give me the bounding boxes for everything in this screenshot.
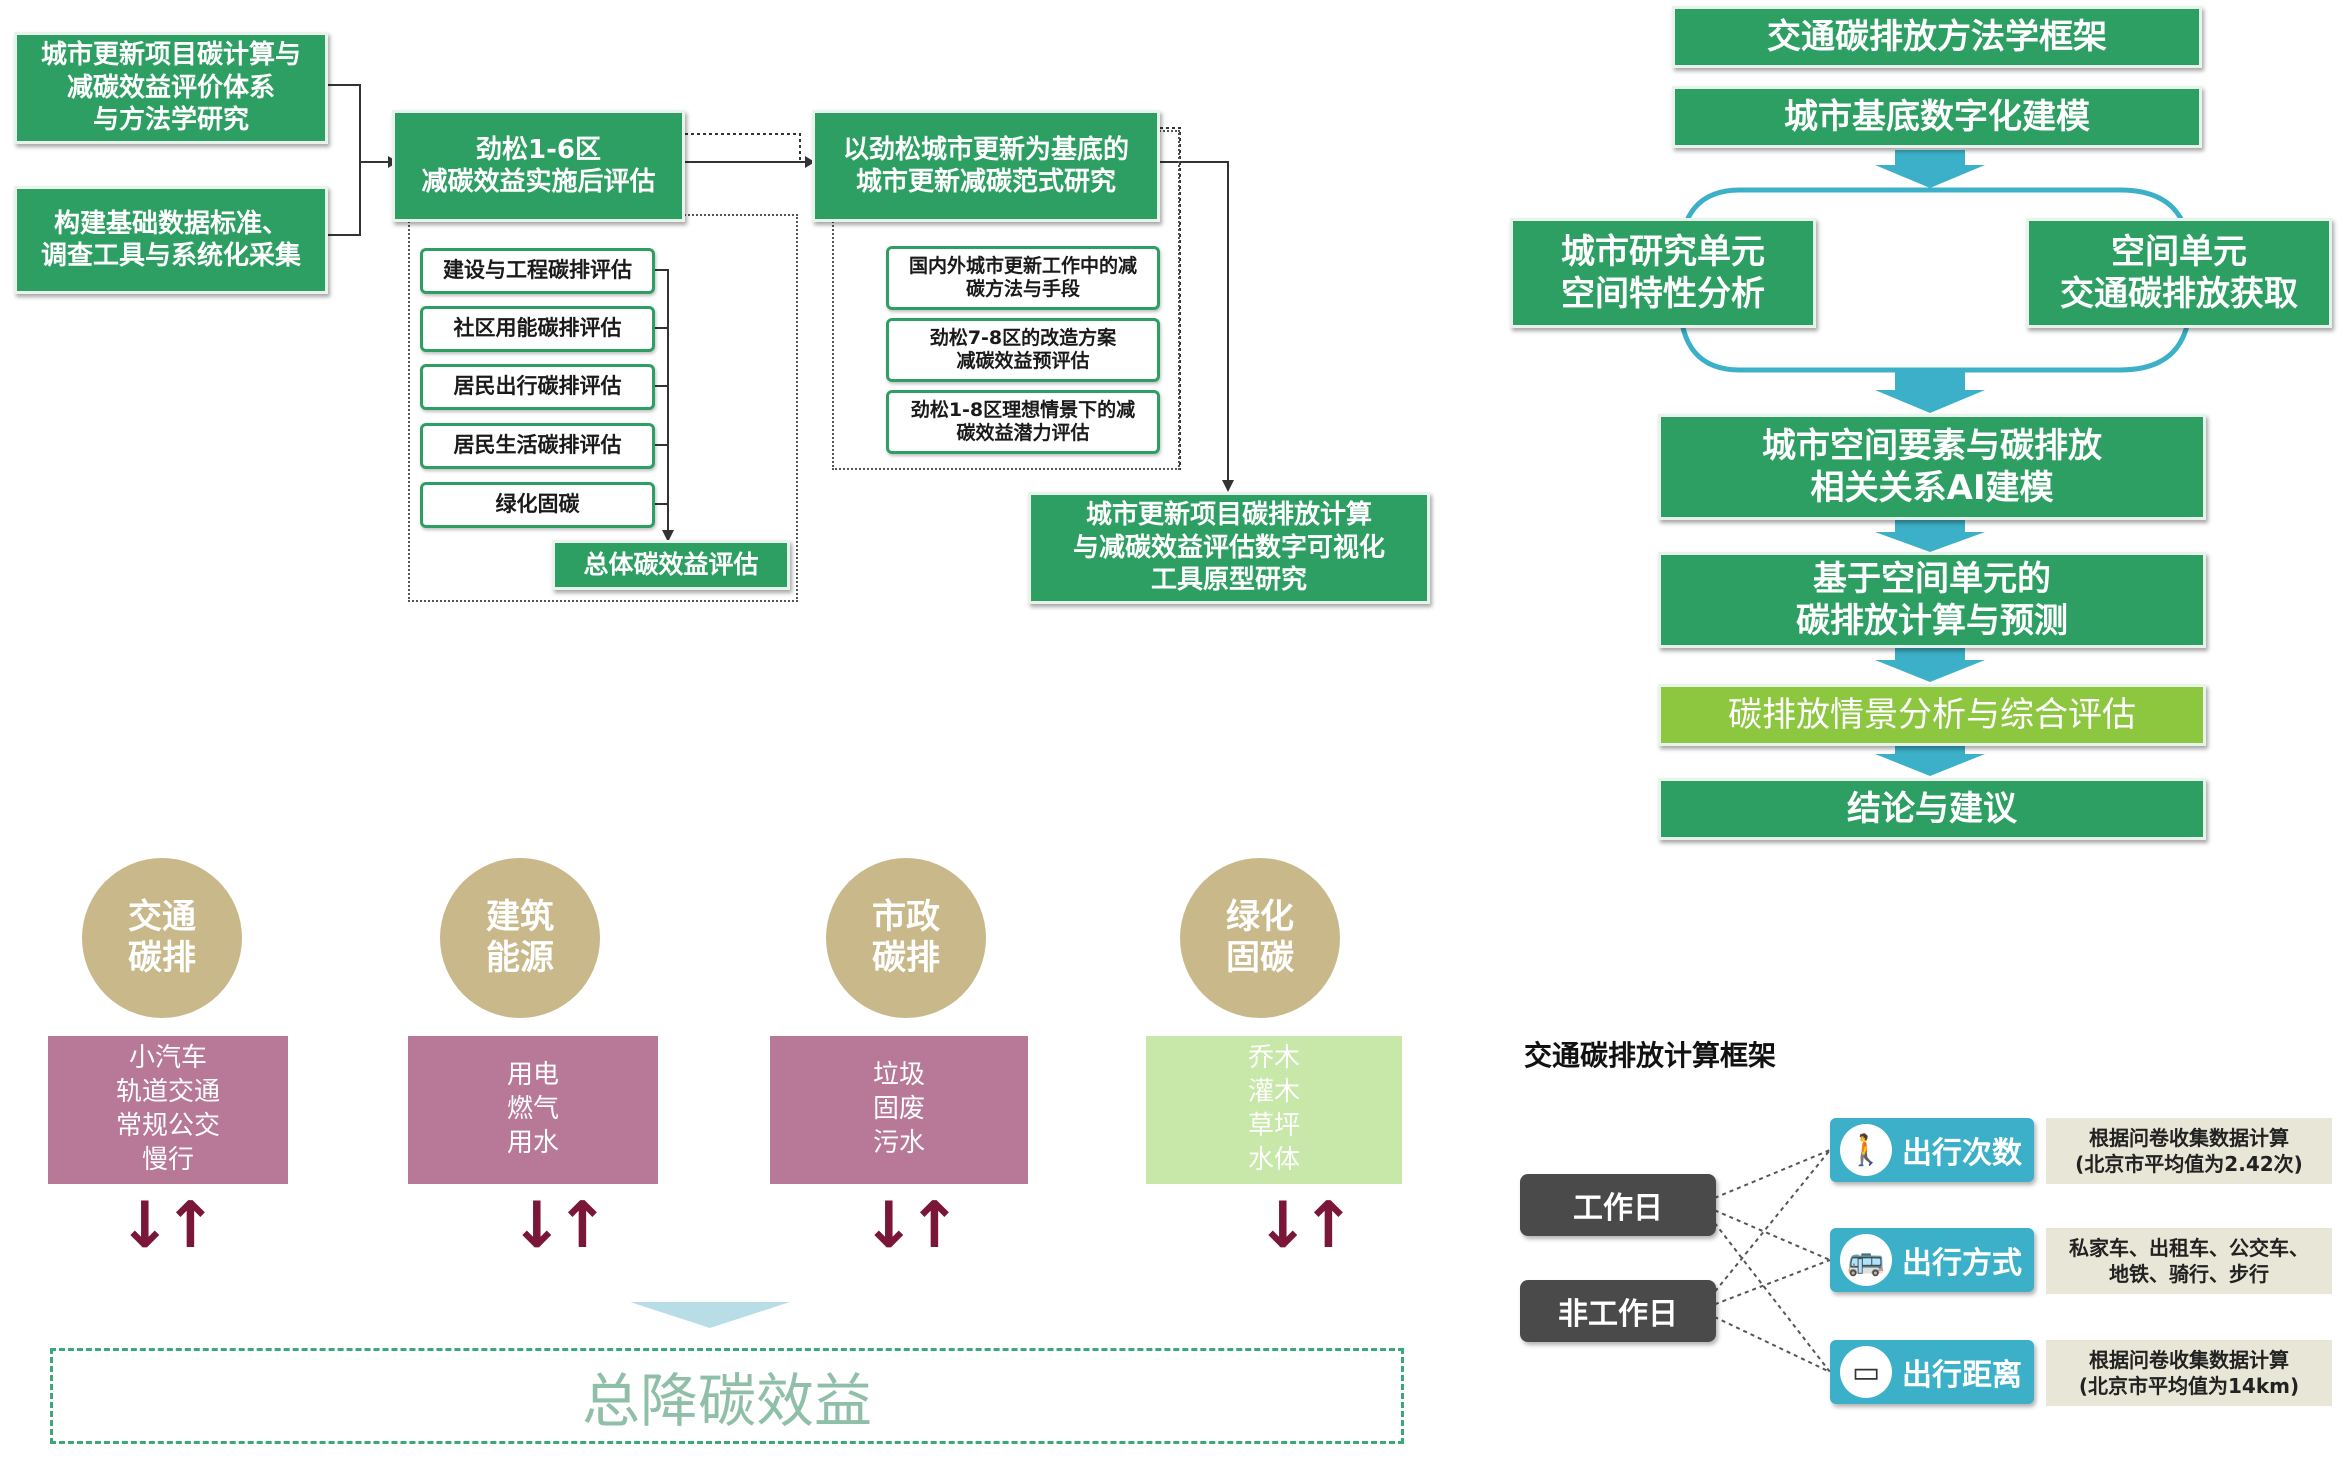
exchange-arrows-2: ↓↑ [510, 1189, 609, 1263]
flow-calc-predict-box: 基于空间单元的 碳排放计算与预测 [1658, 552, 2206, 648]
flow-scenario-box: 碳排放情景分析与综合评估 [1658, 684, 2206, 746]
bus-icon: 🚌 [1840, 1234, 1892, 1286]
ruler-icon: ▭ [1840, 1346, 1892, 1398]
mid-item-energy: 社区用能碳排评估 [420, 306, 655, 352]
trip-count-box: 🚶 出行次数 [1830, 1118, 2034, 1182]
greening-items-box: 乔木 灌木 草坪 水体 [1146, 1036, 1402, 1184]
trip-mode-box: 🚌 出行方式 [1830, 1228, 2034, 1292]
trip-count-note: 根据问卷收集数据计算 (北京市平均值为2.42次) [2046, 1118, 2332, 1184]
jinsong-1-6-box: 劲松1-6区 减碳效益实施后评估 [392, 110, 685, 222]
flow-spatial-unit-box: 空间单元 交通碳排放获取 [2026, 218, 2332, 328]
trip-distance-label: 出行距离 [1902, 1358, 2022, 1393]
mid-item-living: 居民生活碳排评估 [420, 423, 655, 469]
municipal-items-box: 垃圾 固废 污水 [770, 1036, 1028, 1184]
digital-tool-box: 城市更新项目碳排放计算 与减碳效益评估数字可视化 工具原型研究 [1028, 492, 1430, 604]
exchange-arrows-3: ↓↑ [862, 1189, 961, 1263]
flow-base-modeling-box: 城市基底数字化建模 [1672, 86, 2202, 148]
right-item-potential: 劲松1-8区理想情景下的减 碳效益潜力评估 [886, 390, 1160, 454]
mid-item-travel: 居民出行碳排评估 [420, 364, 655, 410]
exchange-arrows-4: ↓↑ [1256, 1189, 1355, 1263]
flow-title-box: 交通碳排放方法学框架 [1672, 6, 2202, 68]
circle-traffic: 交通 碳排 [82, 858, 242, 1018]
exchange-arrows-1: ↓↑ [118, 1189, 217, 1263]
building-items-box: 用电 燃气 用水 [408, 1036, 658, 1184]
trip-count-label: 出行次数 [1902, 1136, 2022, 1171]
research-system-box: 城市更新项目碳计算与 减碳效益评价体系 与方法学研究 [14, 32, 328, 144]
total-benefit-box: 总体碳效益评估 [552, 540, 790, 590]
flow-conclusion-box: 结论与建议 [1658, 778, 2206, 840]
walk-icon: 🚶 [1840, 1124, 1892, 1176]
calc-framework-title: 交通碳排放计算框架 [1524, 1039, 1777, 1072]
framework-connectors [1700, 1149, 1831, 1373]
mid-item-construction: 建设与工程碳排评估 [420, 248, 655, 294]
right-item-preeval: 劲松7-8区的改造方案 减碳效益预评估 [886, 318, 1160, 382]
trip-mode-label: 出行方式 [1902, 1246, 2022, 1281]
trip-mode-note: 私家车、出租车、公交车、 地铁、骑行、步行 [2046, 1228, 2332, 1294]
circle-municipal: 市政 碳排 [826, 858, 986, 1018]
circle-greening: 绿化 固碳 [1180, 858, 1340, 1018]
flow-ai-modeling-box: 城市空间要素与碳排放 相关关系AI建模 [1658, 414, 2206, 520]
circle-building: 建筑 能源 [440, 858, 600, 1018]
nonworkday-box: 非工作日 [1520, 1280, 1716, 1342]
left-diagram-connectors [328, 84, 1234, 542]
trip-distance-note: 根据问卷收集数据计算 (北京市平均值为14km) [2046, 1340, 2332, 1406]
traffic-items-box: 小汽车 轨道交通 常规公交 慢行 [48, 1036, 288, 1184]
trip-distance-box: ▭ 出行距离 [1830, 1340, 2034, 1404]
data-standard-box: 构建基础数据标准、 调查工具与系统化采集 [14, 186, 328, 294]
flow-research-unit-box: 城市研究单元 空间特性分析 [1510, 218, 1816, 328]
paradigm-box: 以劲松城市更新为基底的 城市更新减碳范式研究 [812, 110, 1160, 222]
workday-box: 工作日 [1520, 1174, 1716, 1236]
down-chevron-icon [630, 1302, 790, 1328]
total-reduction-box: 总降碳效益 [50, 1348, 1404, 1444]
right-item-methods: 国内外城市更新工作中的减 碳方法与手段 [886, 246, 1160, 310]
mid-item-greening: 绿化固碳 [420, 482, 655, 528]
